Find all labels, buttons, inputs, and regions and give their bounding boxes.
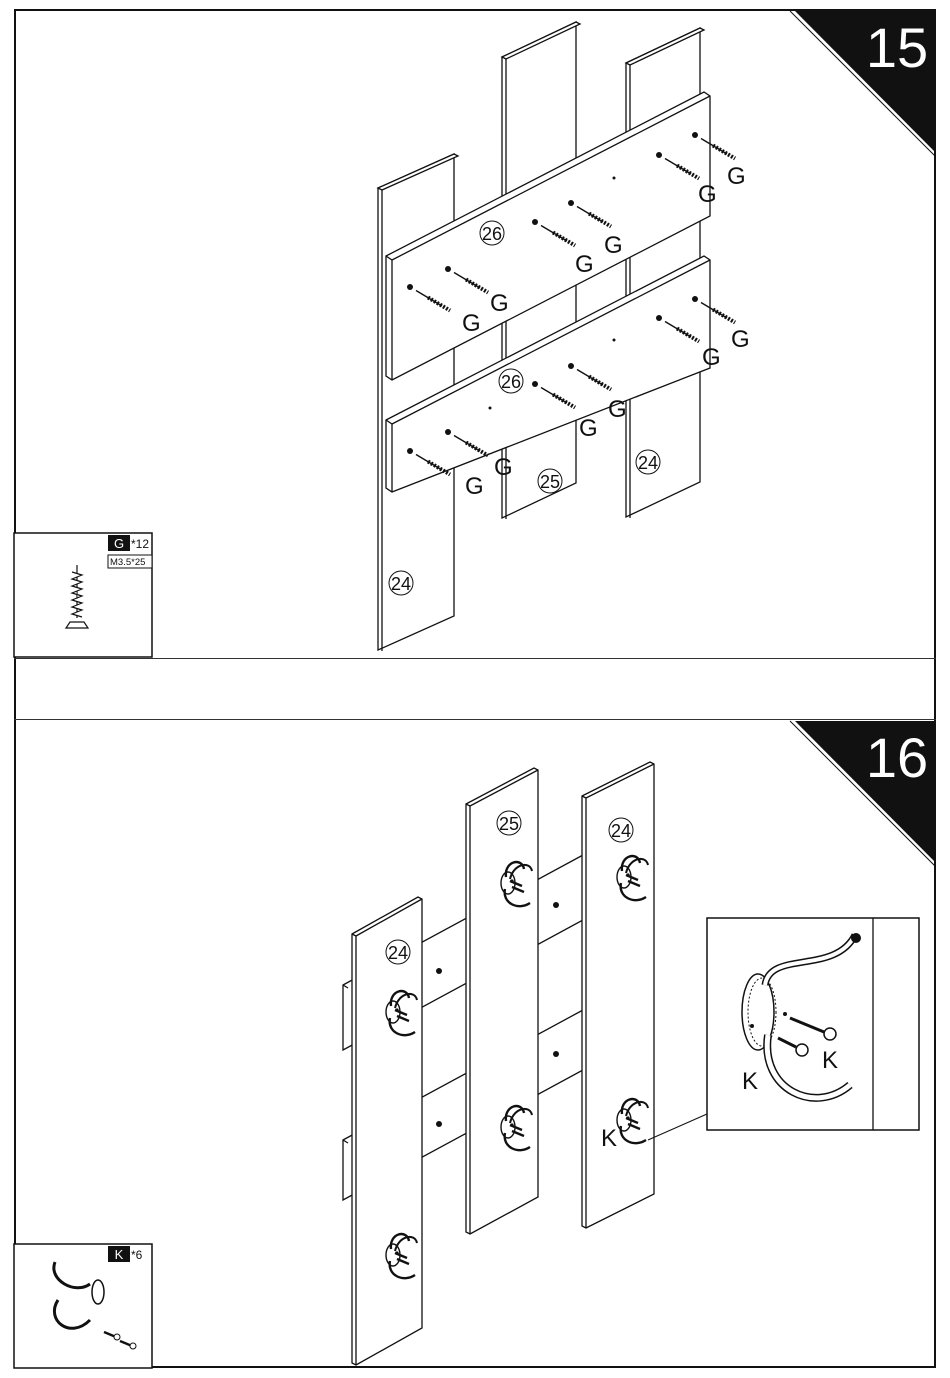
- step-15-badge: 15: [790, 11, 935, 156]
- screw-label-g: G: [727, 163, 746, 190]
- screw-label-g: G: [490, 290, 509, 317]
- part-label: 26: [482, 224, 502, 244]
- hardware-legend-g: G *12 M3.5*25: [14, 533, 152, 657]
- screw-label-g: G: [575, 251, 594, 278]
- part-label: 24: [611, 821, 631, 841]
- part-label: 24: [391, 574, 411, 594]
- part-label: 25: [540, 472, 560, 492]
- step-number: 16: [866, 726, 928, 789]
- screw-label-g: G: [494, 454, 513, 481]
- part-25-middle-board-front: [466, 768, 538, 1234]
- step-16-panel: 16 24 25 24 K: [0, 720, 950, 1370]
- hook-detail-inset: K K: [707, 918, 919, 1130]
- screw-label-g: G: [462, 310, 481, 337]
- part-label: 24: [388, 943, 408, 963]
- hardware-qty: *12: [131, 537, 149, 551]
- screw-label-g: G: [604, 232, 623, 259]
- hardware-code: K: [115, 1247, 124, 1262]
- detail-label-k: K: [742, 1068, 758, 1095]
- part-label: 24: [638, 453, 658, 473]
- screw-label-g: G: [465, 473, 484, 500]
- step-number: 15: [866, 16, 928, 79]
- screw-label-g: G: [731, 326, 750, 353]
- callout-label-k: K: [601, 1125, 617, 1152]
- screw-label-g: G: [698, 181, 717, 208]
- part-label: 25: [499, 814, 519, 834]
- screw-label-g: G: [608, 396, 627, 423]
- step-15-panel: 15 G G G: [0, 0, 950, 660]
- hardware-legend-k: K *6: [14, 1244, 152, 1368]
- hardware-code: G: [114, 536, 124, 551]
- screw-label-g: G: [579, 415, 598, 442]
- part-label: 26: [501, 372, 521, 392]
- hardware-qty: *6: [131, 1248, 143, 1262]
- detail-label-k: K: [822, 1047, 838, 1074]
- screw-label-g: G: [702, 344, 721, 371]
- step-16-badge: 16: [790, 721, 935, 866]
- hardware-spec: M3.5*25: [110, 557, 145, 568]
- part-24-left-board-front: [352, 897, 422, 1365]
